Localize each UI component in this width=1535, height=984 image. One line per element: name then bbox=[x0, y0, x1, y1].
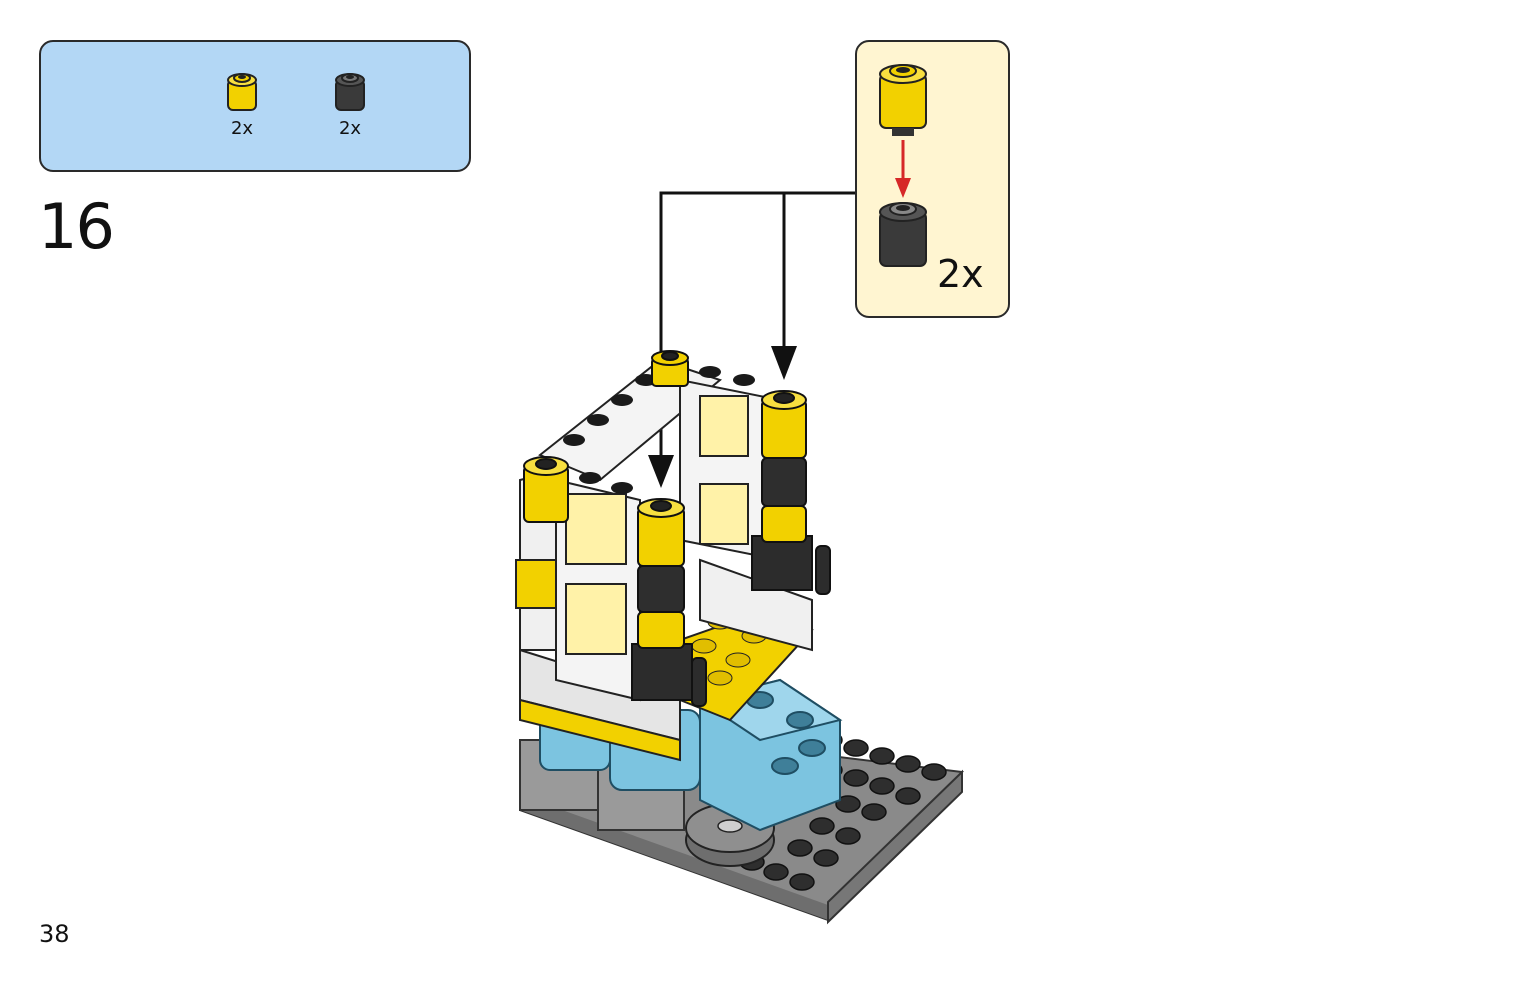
part-quantity: 2x bbox=[338, 118, 362, 139]
placement-arrow-right-icon bbox=[771, 346, 797, 380]
black-round-brick-icon bbox=[335, 73, 365, 111]
sub-assembly-quantity: 2x bbox=[937, 252, 984, 296]
parts-list-item-black: 2x bbox=[320, 70, 380, 139]
step-number: 16 bbox=[38, 190, 115, 263]
red-arrow-icon bbox=[895, 140, 911, 198]
yellow-round-brick-icon bbox=[879, 64, 927, 136]
window-panes bbox=[565, 395, 749, 655]
page-number: 38 bbox=[39, 920, 70, 948]
part-quantity: 2x bbox=[230, 118, 254, 139]
sub-assembly-callout: 2x bbox=[855, 40, 1010, 318]
yellow-round-brick-icon bbox=[227, 73, 257, 111]
placement-arrow-left-icon bbox=[648, 455, 674, 488]
parts-list-box: 2x 2x bbox=[39, 40, 471, 172]
parts-list-item-yellow: 2x bbox=[212, 70, 272, 139]
sub-assembly-diagram bbox=[879, 64, 927, 267]
round-brick-columns bbox=[523, 350, 807, 649]
black-round-brick-icon bbox=[879, 202, 927, 267]
black-clip-bricks bbox=[631, 535, 831, 707]
